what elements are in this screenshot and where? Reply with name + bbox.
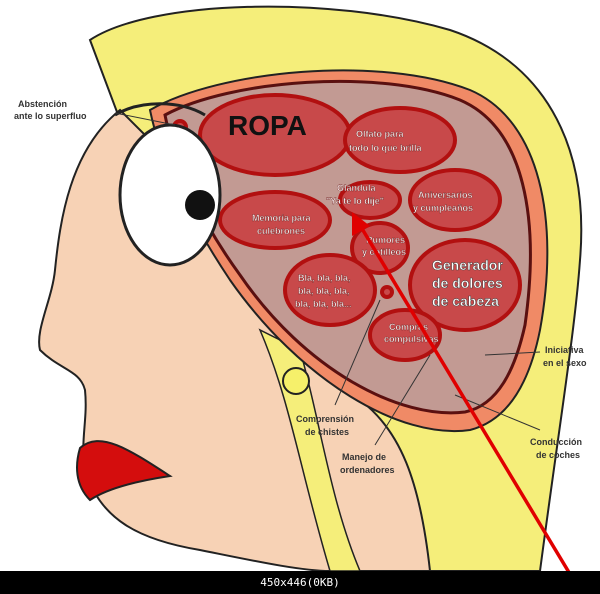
label-memoria-2: culebrones	[257, 226, 305, 236]
eyebrow	[114, 102, 206, 117]
label-aniversarios-2: y cumpleaños	[413, 203, 473, 213]
label-glandula-2: "Ya te lo dije"	[326, 196, 384, 206]
label-compras-2: compulsivas	[384, 334, 439, 344]
label-memoria-1: Memoria para	[252, 213, 312, 223]
label-conduccion-1: Conducción	[530, 437, 582, 447]
earring	[282, 367, 310, 395]
label-rumores-1: Rumores	[366, 235, 405, 245]
label-generador-1: Generador	[432, 257, 503, 273]
label-aniversarios-1: Aniversarios	[418, 190, 473, 200]
label-bla-1: Bla, bla, bla,	[298, 273, 351, 283]
label-olfato-1: Olfato para	[356, 129, 405, 139]
label-comprension-1: Comprensión	[296, 414, 354, 424]
eye	[118, 123, 222, 267]
label-rumores-2: y cotilleos	[362, 247, 406, 257]
hair-strand	[258, 328, 361, 571]
label-ropa: ROPA	[228, 110, 307, 141]
status-bar: 450x446(0KB)	[0, 571, 600, 594]
brain-cartoon: ROPA Olfato para todo lo que brilla Glán…	[14, 5, 587, 571]
label-manejo-1: Manejo de	[342, 452, 386, 462]
label-compras-1: Compras	[389, 322, 428, 332]
pupil	[185, 190, 215, 220]
label-bla-3: bla, bla, bla...	[295, 299, 352, 309]
label-glandula-1: Glándula	[337, 183, 376, 193]
label-abstencion-1: Abstención	[18, 99, 67, 109]
label-comprension-2: de chistes	[305, 427, 349, 437]
label-bla-2: bla, bla, bla,	[298, 286, 350, 296]
label-iniciativa-2: en el sexo	[543, 358, 587, 368]
lips	[76, 440, 173, 502]
label-conduccion-2: de coches	[536, 450, 580, 460]
label-abstencion-2: ante lo superfluo	[14, 111, 87, 121]
label-generador-3: de cabeza	[432, 293, 499, 309]
label-olfato-2: todo lo que brilla	[349, 143, 422, 153]
label-manejo-2: ordenadores	[340, 465, 395, 475]
label-iniciativa-1: Iniciativa	[545, 345, 585, 355]
label-generador-2: de dolores	[432, 275, 503, 291]
